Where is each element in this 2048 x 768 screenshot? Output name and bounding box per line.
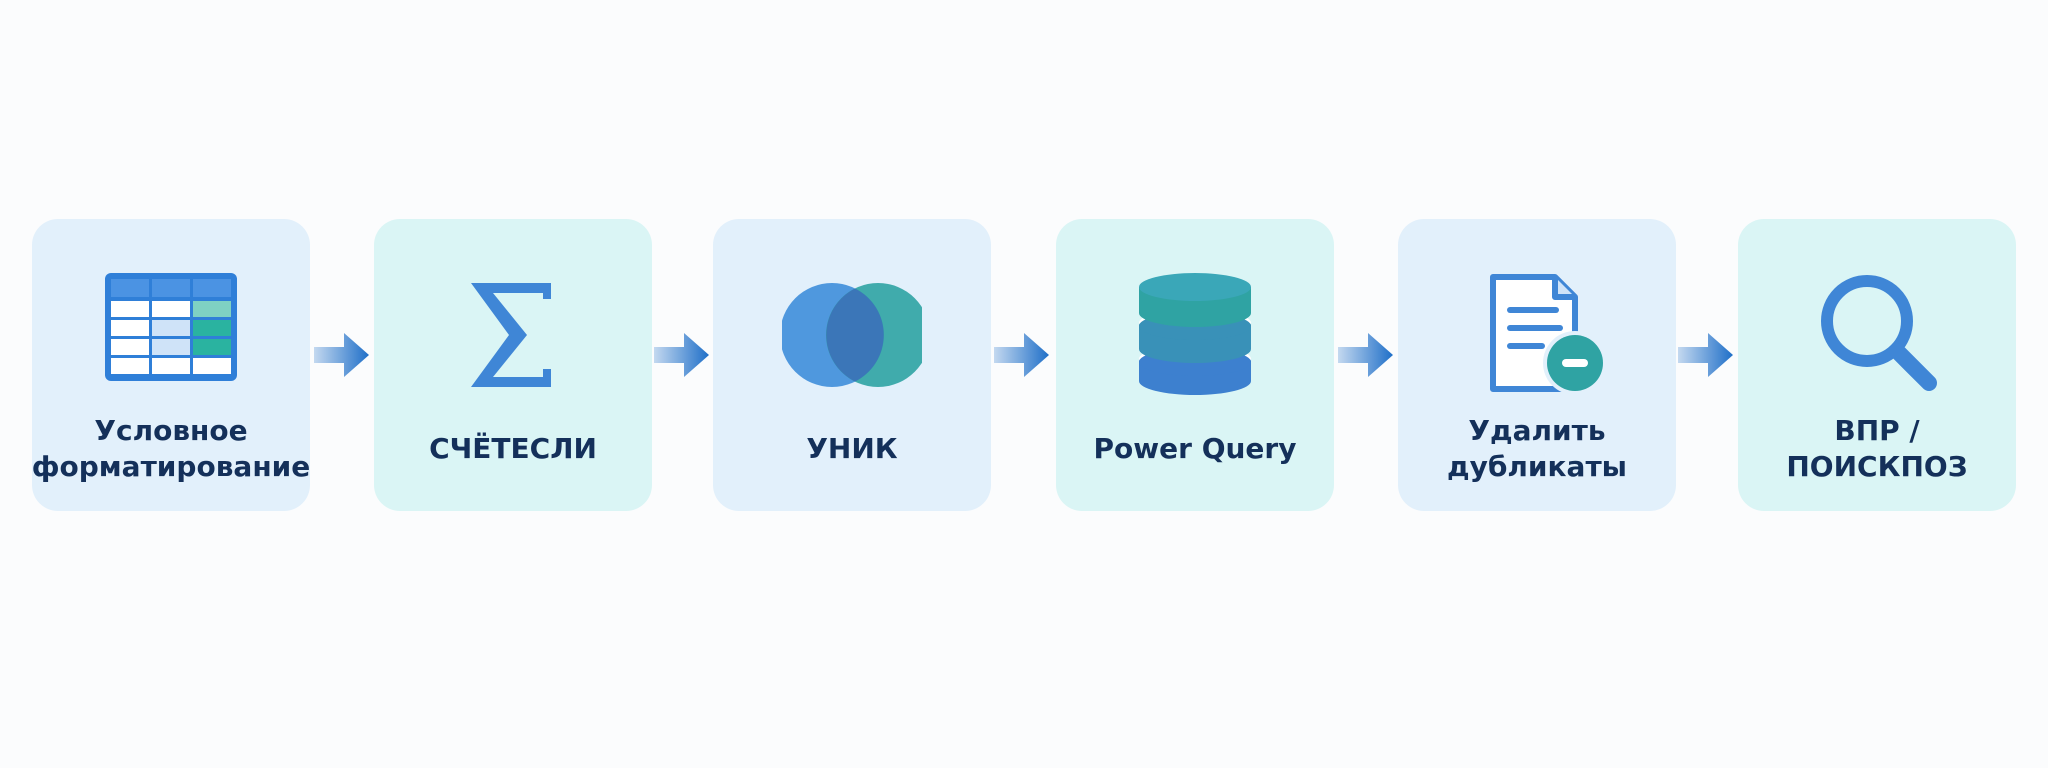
step-card-unique: УНИК [713, 219, 991, 511]
arrow-right-icon [1678, 330, 1734, 380]
arrow-right-icon [1338, 330, 1394, 380]
step-label: Условное форматирование [31, 414, 311, 483]
step-card-conditional-formatting: Условное форматирование [32, 219, 310, 511]
arrow-right-icon [314, 330, 370, 380]
step-label: Power Query [1093, 432, 1297, 465]
step-label: УНИК [806, 432, 898, 465]
arrow-right-icon [654, 330, 710, 380]
spreadsheet-icon [101, 269, 241, 399]
step-label: СЧЁТЕСЛИ [429, 432, 597, 465]
venn-icon [782, 269, 922, 399]
step-card-remove-duplicates: Удалить дубликаты [1398, 219, 1676, 511]
step-card-power-query: Power Query [1056, 219, 1334, 511]
document-remove-icon [1467, 269, 1607, 399]
search-icon [1807, 269, 1947, 399]
step-label: ВПР / ПОИСКПОЗ [1786, 414, 1968, 483]
step-card-vlookup: ВПР / ПОИСКПОЗ [1738, 219, 2016, 511]
step-label: Удалить дубликаты [1447, 414, 1627, 483]
step-card-countif: СЧЁТЕСЛИ [374, 219, 652, 511]
sigma-icon [443, 269, 583, 399]
arrow-right-icon [994, 330, 1050, 380]
database-icon [1125, 269, 1265, 399]
